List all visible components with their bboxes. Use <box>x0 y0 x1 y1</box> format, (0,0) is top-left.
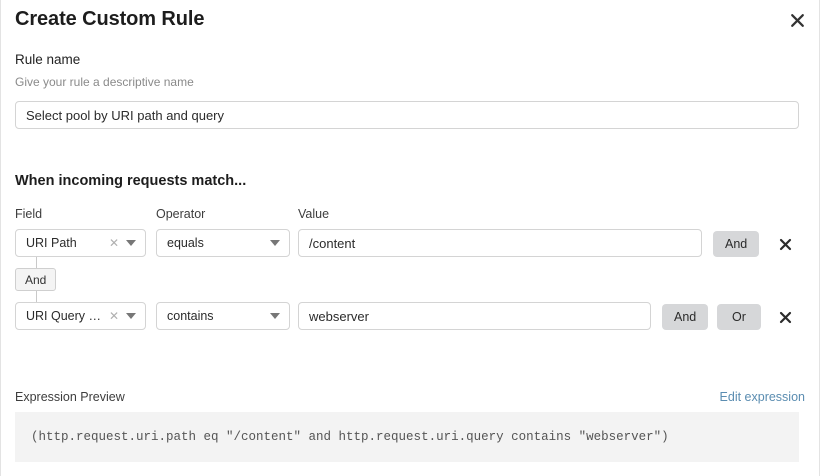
match-section-heading: When incoming requests match... <box>15 173 247 189</box>
or-button-row-2[interactable]: Or <box>717 304 761 330</box>
expression-preview-label: Expression Preview <box>15 390 125 404</box>
rule-name-help-text: Give your rule a descriptive name <box>15 75 194 89</box>
rule-name-input[interactable] <box>15 101 799 129</box>
chevron-down-icon[interactable] <box>270 240 280 246</box>
delete-row-2-button[interactable] <box>774 306 796 328</box>
close-icon[interactable] <box>783 6 811 34</box>
and-button-row-2[interactable]: And <box>662 304 709 330</box>
delete-row-1-button[interactable] <box>774 233 796 255</box>
close-small-icon[interactable]: ✕ <box>108 309 119 323</box>
value-input-row-1[interactable] <box>298 229 702 257</box>
field-select-row-1[interactable]: URI Path ✕ <box>15 229 146 257</box>
field-select-row-2[interactable]: URI Query St... ✕ <box>15 302 146 330</box>
chevron-down-icon[interactable] <box>270 313 280 319</box>
operator-select-value-row-2: contains <box>167 309 214 323</box>
and-button-row-1[interactable]: And <box>713 231 760 257</box>
operator-select-row-2[interactable]: contains <box>156 302 290 330</box>
rule-name-label: Rule name <box>15 52 81 67</box>
close-glyph <box>779 238 791 250</box>
edit-expression-link[interactable]: Edit expression <box>719 390 805 404</box>
column-header-field: Field <box>15 207 43 221</box>
dialog-title: Create Custom Rule <box>15 8 205 30</box>
group-connector-and-badge[interactable]: And <box>15 268 57 291</box>
connector-line-top <box>36 257 37 268</box>
close-glyph <box>779 311 791 323</box>
field-select-value-row-1: URI Path <box>26 236 77 250</box>
operator-select-row-1[interactable]: equals <box>156 229 290 257</box>
chevron-down-icon[interactable] <box>126 313 136 319</box>
value-input-row-2[interactable] <box>298 302 651 330</box>
operator-select-value-row-1: equals <box>167 236 204 250</box>
close-small-icon[interactable]: ✕ <box>108 236 119 250</box>
column-header-operator: Operator <box>156 207 206 221</box>
connector-line-bottom <box>36 291 37 302</box>
close-glyph <box>790 13 804 27</box>
field-select-value-row-2: URI Query St... <box>26 309 104 323</box>
expression-preview-code: (http.request.uri.path eq "/content" and… <box>15 412 799 462</box>
column-header-value: Value <box>298 207 330 221</box>
chevron-down-icon[interactable] <box>126 240 136 246</box>
